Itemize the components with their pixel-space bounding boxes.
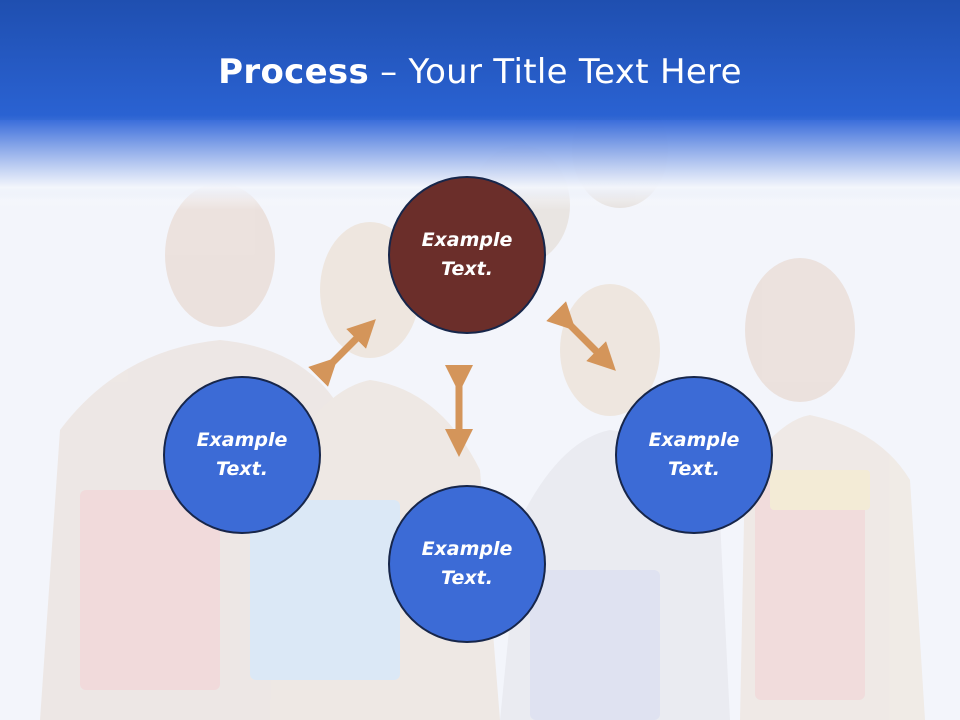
title-separator: – <box>369 52 409 92</box>
arrow-top-left <box>308 319 376 387</box>
node-top-label: Example Text. <box>421 229 513 280</box>
slide-title: Process – Your Title Text Here <box>0 52 960 92</box>
node-bottom-label: Example Text. <box>421 538 513 589</box>
node-right-label: Example Text. <box>648 429 740 480</box>
title-text: Your Title Text Here <box>408 52 742 92</box>
node-bottom: Example Text. <box>388 485 546 643</box>
arrow-top-right <box>546 301 616 371</box>
node-top: Example Text. <box>388 176 546 334</box>
node-right: Example Text. <box>615 376 773 534</box>
node-left-label: Example Text. <box>196 429 288 480</box>
title-bold: Process <box>218 52 370 92</box>
node-left: Example Text. <box>163 376 321 534</box>
